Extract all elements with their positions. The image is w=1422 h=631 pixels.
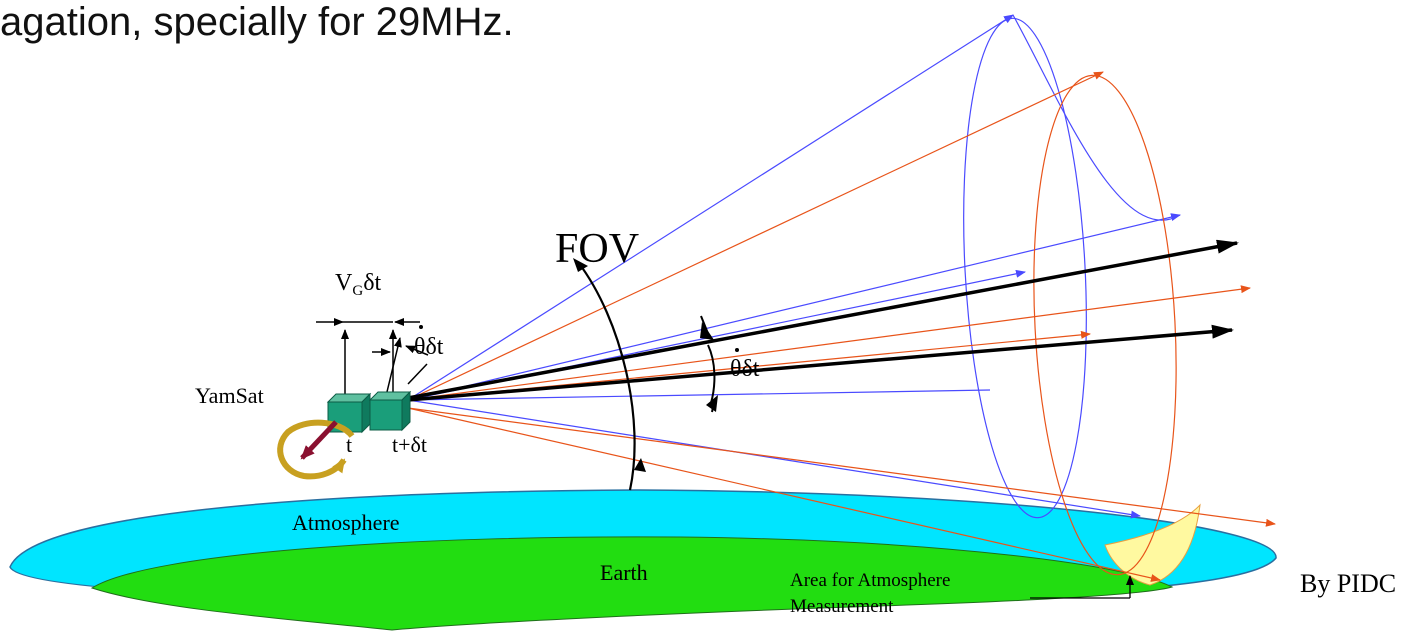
earth-label: Earth (600, 560, 648, 585)
area-label-line2: Measurement (790, 596, 894, 617)
t-label: t (346, 432, 352, 457)
t-plus-dt-label: t+δt (392, 432, 427, 457)
credit-label: By PIDC (1300, 569, 1396, 598)
fov-arc (577, 261, 636, 491)
blue-fov-ellipse (963, 17, 1087, 519)
theta-dot-small (419, 325, 423, 329)
earth-body (90, 536, 1174, 631)
theta-dt-label-small: θδt (414, 334, 444, 360)
page-heading: agation, specially for 29MHz. (0, 0, 514, 44)
fov-arc-arrowhead-bottom (634, 458, 646, 472)
theta-dot-large (735, 348, 739, 352)
fov-label: FOV (555, 226, 639, 272)
fov-arc-arrowhead-top (573, 258, 588, 272)
angle-arrow-stem-bottom (711, 401, 715, 413)
velocity-dimension (316, 318, 429, 400)
angle-arrow-bottom (706, 395, 718, 412)
boresight-rays (407, 239, 1239, 402)
angle-arrow-stem-top (700, 315, 710, 337)
velocity-arrow-icon (300, 420, 338, 460)
theta-dt-label-large: θδt (730, 356, 760, 382)
velocity-label-tail: δt (363, 270, 381, 296)
velocity-label-base: V (335, 270, 353, 296)
area-label-line1: Area for Atmosphere (790, 570, 950, 591)
velocity-label-sub: G (352, 283, 363, 299)
yamsat-label: YamSat (195, 383, 264, 408)
blue-rays (407, 14, 1181, 519)
satellite-at-t-plus-dt (368, 390, 412, 432)
orange-fov-ellipse (1033, 74, 1177, 576)
velocity-label: VGδt (335, 270, 381, 299)
angle-indicator (707, 344, 716, 404)
area-leader-line (1030, 575, 1134, 599)
rotation-icon (277, 419, 355, 480)
atmosphere-label: Atmosphere (292, 510, 400, 535)
